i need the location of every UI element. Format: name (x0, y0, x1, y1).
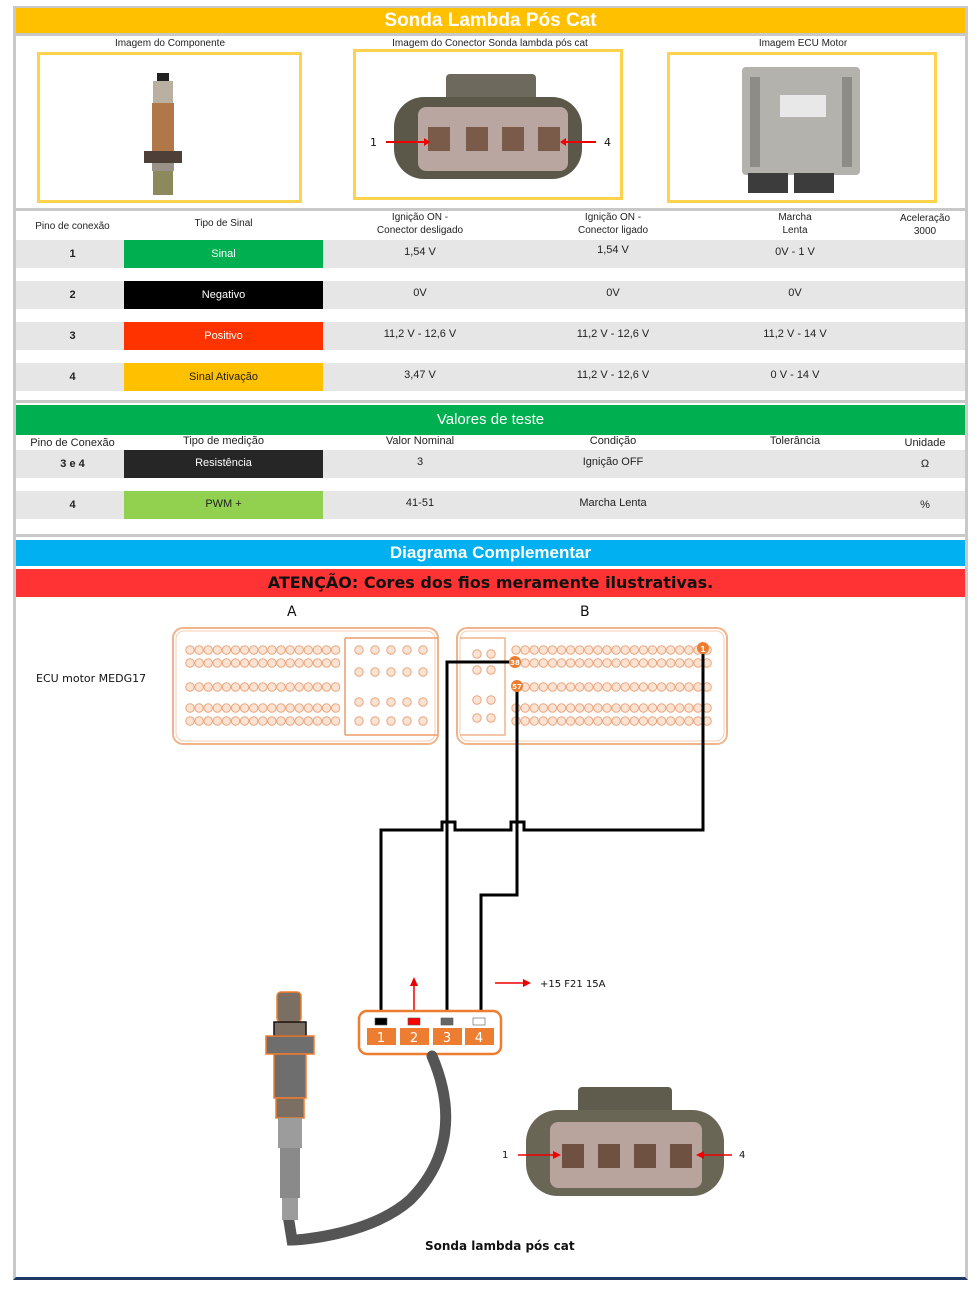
header-line: Ignição ON - (584, 212, 642, 223)
signal-idle: 0V (788, 287, 802, 299)
ecu-name-label: ECU motor MEDG17 (36, 672, 147, 685)
divider (16, 208, 965, 211)
connector-pin-4-label: 4 (604, 136, 611, 149)
signal-pin: 4 (69, 371, 76, 383)
component-image-label: Imagem do Componente (114, 38, 226, 49)
signal-ign-disconnected: 0V (413, 287, 427, 299)
connector-pin-1-label: 1 (370, 136, 377, 149)
signal-ign-connected: 1,54 V (597, 244, 629, 256)
signal-ign-connected: 11,2 V - 12,6 V (576, 369, 650, 381)
header-line: Ignição ON - (391, 212, 449, 223)
lambda-sensor-photo-icon (144, 73, 182, 195)
test-condition: Marcha Lenta (579, 497, 647, 509)
header-line: Marcha (778, 212, 812, 223)
test-condition: Ignição OFF (582, 456, 644, 468)
header-line: 3000 (913, 226, 937, 237)
signal-idle: 0 V - 14 V (770, 369, 820, 381)
signal-pin: 3 (69, 330, 76, 342)
signal-type-badge: Sinal Ativação (124, 363, 323, 391)
signal-idle: 0V - 1 V (775, 246, 815, 258)
page-title: Sonda Lambda Pós Cat (16, 8, 965, 33)
ecu-image-label: Imagem ECU Motor (758, 38, 848, 49)
header-tolerance: Tolerância (769, 435, 821, 447)
signal-type-badge: Sinal (124, 240, 323, 268)
test-pin: 3 e 4 (60, 458, 85, 470)
test-unit: Ω (920, 458, 930, 470)
signal-ign-connected: 0V (606, 287, 620, 299)
header-nominal: Valor Nominal (385, 435, 455, 447)
connector-a-label: A (287, 604, 297, 620)
signal-idle: 11,2 V - 14 V (763, 328, 827, 340)
header-accel: Aceleração 3000 (885, 212, 965, 238)
test-measure-badge: PWM + (124, 491, 323, 519)
divider (16, 33, 965, 36)
test-pin: 4 (69, 499, 76, 511)
signal-pin: 1 (69, 248, 76, 260)
header-ign-connected: Ignição ON - Conector ligado (533, 211, 693, 237)
warning-banner: ATENÇÃO: Cores dos fios meramente ilustr… (16, 569, 965, 597)
test-nominal: 41-51 (405, 497, 435, 509)
header-idle: Marcha Lenta (735, 211, 855, 237)
connector-b-label: B (580, 604, 590, 620)
header-ign-disconnected: Ignição ON - Conector desligado (340, 211, 500, 237)
test-measure-badge: Resistência (124, 450, 323, 478)
header-line: Aceleração (899, 213, 951, 224)
header-unit: Unidade (904, 437, 946, 449)
ecu-image (667, 52, 937, 203)
connector-photo-icon: 1 4 (370, 74, 611, 179)
signal-ign-connected: 11,2 V - 12,6 V (576, 328, 650, 340)
divider (16, 534, 965, 537)
signal-type-badge: Negativo (124, 281, 323, 309)
header-line: Lenta (782, 225, 808, 236)
signal-type-badge: Positivo (124, 322, 323, 350)
page-frame (13, 6, 968, 1280)
connector-image-label: Imagem do Conector Sonda lambda pós cat (392, 38, 588, 49)
header-condition: Condição (589, 435, 637, 447)
header-line: Conector desligado (376, 225, 464, 236)
signal-ign-disconnected: 1,54 V (404, 246, 436, 258)
header-line: Conector ligado (577, 225, 649, 236)
header-signal-type: Tipo de Sinal (194, 218, 253, 229)
test-nominal: 3 (416, 456, 424, 468)
divider (16, 400, 965, 403)
component-image (37, 52, 302, 203)
header-test-pin: Pino de Conexão (30, 437, 115, 449)
test-values-title: Valores de teste (16, 405, 965, 435)
connector-image: 1 4 (353, 49, 623, 200)
header-pin: Pino de conexão (35, 221, 110, 232)
signal-ign-disconnected: 11,2 V - 12,6 V (383, 328, 457, 340)
ecu-photo-icon (742, 67, 860, 193)
signal-pin: 2 (69, 289, 76, 301)
signal-ign-disconnected: 3,47 V (404, 369, 436, 381)
test-unit: % (920, 499, 930, 511)
diagram-title: Diagrama Complementar (16, 540, 965, 566)
header-measure: Tipo de medição (183, 435, 264, 447)
